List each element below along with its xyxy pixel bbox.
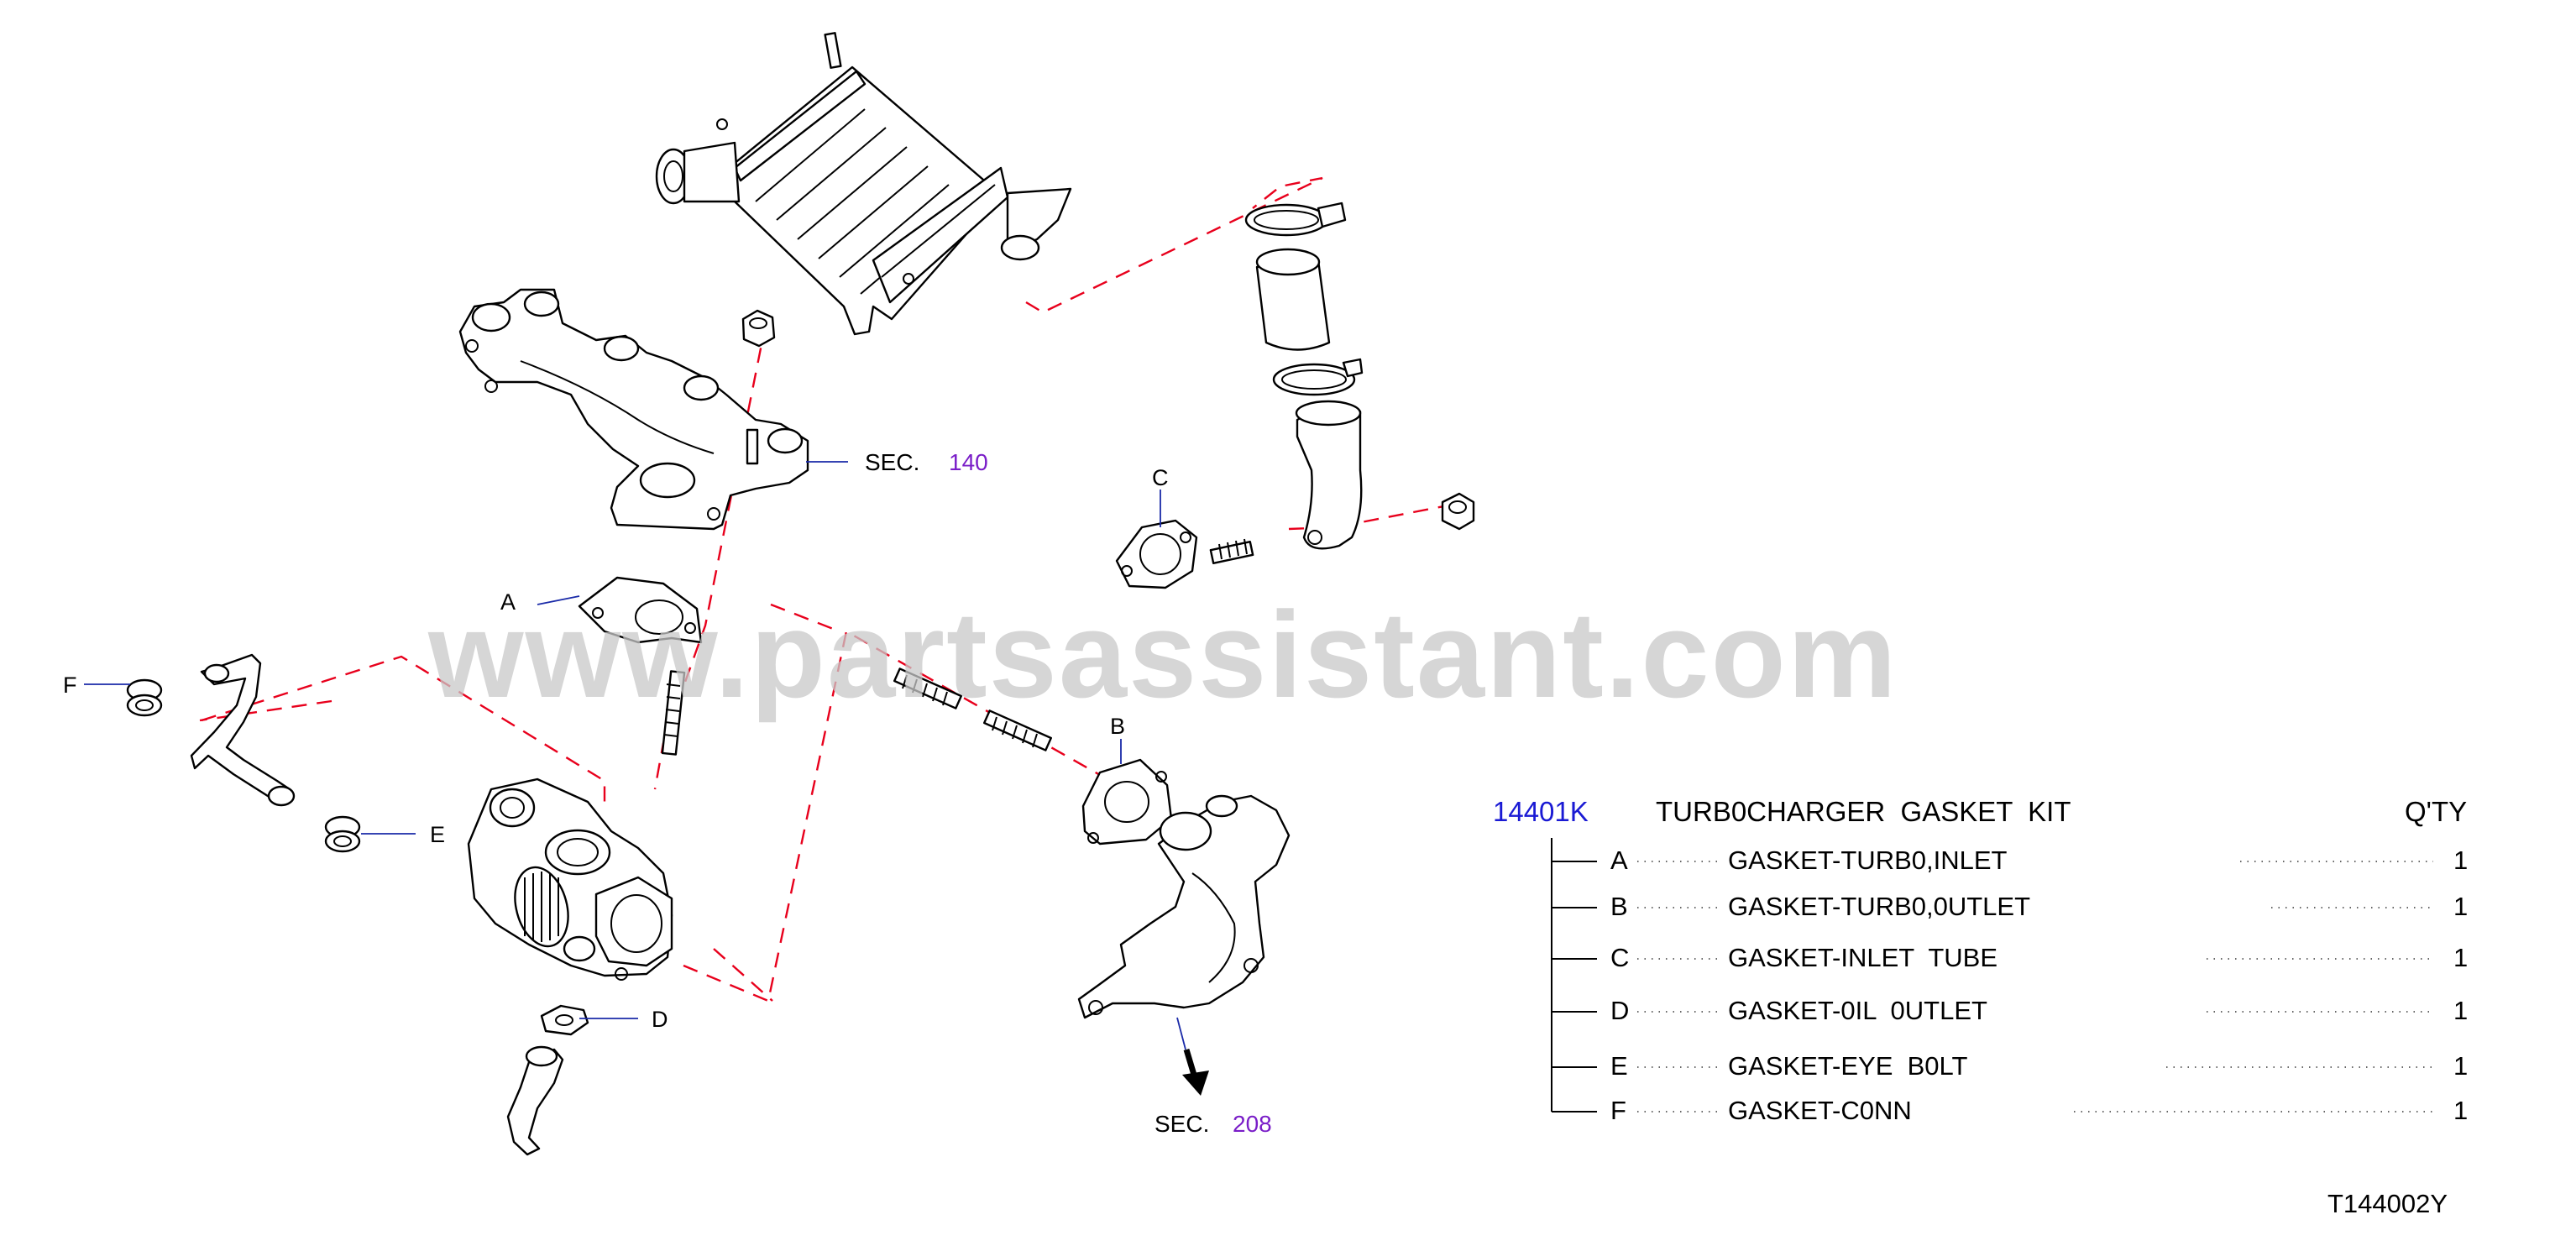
parts-list: 14401K TURB0CHARGER GASKET KIT Q'TY A GA…	[1493, 796, 2468, 1125]
row-part-name: GASKET-INLET TUBE	[1728, 943, 1997, 972]
kit-title: TURB0CHARGER GASKET KIT	[1656, 796, 2071, 827]
part-number[interactable]: 14401K	[1493, 796, 1589, 827]
oil-feed-pipe	[190, 653, 296, 807]
section-208-arrow	[1182, 1048, 1209, 1096]
row-letter: F	[1610, 1096, 1626, 1125]
turbocharger	[467, 777, 673, 981]
stud-exhaust-outlet-2	[983, 709, 1052, 751]
exhaust-outlet-elbow	[1077, 794, 1291, 1019]
gasket-conn-f	[126, 678, 163, 717]
parts-list-row: E GASKET-EYE B0LT 1	[1610, 1051, 2468, 1081]
inlet-hose	[1255, 248, 1331, 351]
row-qty: 1	[2453, 846, 2468, 875]
section-140-number[interactable]: 140	[949, 449, 988, 475]
manifold-stud	[746, 428, 759, 465]
row-qty: 1	[2453, 996, 2468, 1025]
leader-lines	[84, 461, 1186, 1050]
parts-list-row: B GASKET-TURB0,0UTLET 1	[1610, 892, 2468, 921]
parts-list-row: A GASKET-TURB0,INLET 1	[1610, 846, 2468, 875]
section-208-number[interactable]: 208	[1233, 1111, 1272, 1137]
callout-f: F	[63, 673, 77, 698]
parts-list-row: F GASKET-C0NN 1	[1610, 1096, 2468, 1125]
gasket-turbo-inlet-a	[578, 576, 703, 644]
row-qty: 1	[2453, 1051, 2468, 1081]
gasket-oil-outlet-d	[540, 1004, 589, 1036]
gasket-turbo-outlet-b	[1081, 758, 1173, 846]
row-part-name: GASKET-TURB0,INLET	[1728, 846, 2008, 875]
gasket-eye-bolt-e	[324, 815, 361, 853]
row-qty: 1	[2453, 892, 2468, 921]
section-208-prefix: SEC.	[1154, 1111, 1209, 1137]
nut-manifold	[741, 309, 776, 348]
callout-a: A	[500, 589, 516, 615]
row-qty: 1	[2453, 943, 2468, 972]
row-qty: 1	[2453, 1096, 2468, 1125]
inlet-hose-clamp-upper	[1244, 202, 1347, 237]
row-letter: D	[1610, 996, 1629, 1025]
row-letter: B	[1610, 892, 1628, 921]
callout-d: D	[652, 1007, 668, 1032]
callout-e: E	[430, 822, 445, 847]
inlet-tube	[1295, 400, 1363, 550]
stud-turbo-inlet	[661, 670, 686, 756]
row-part-name: GASKET-TURB0,0UTLET	[1728, 892, 2030, 921]
stud-exhaust-outlet-1	[893, 668, 962, 709]
section-140-prefix: SEC.	[865, 449, 919, 475]
watermark: www.partsassistant.com	[427, 586, 1898, 723]
oil-drain-tube	[506, 1045, 564, 1156]
callout-b: B	[1110, 714, 1125, 739]
qty-header: Q'TY	[2405, 796, 2467, 827]
intercooler	[655, 32, 1072, 336]
diagram-code: T144002Y	[2327, 1189, 2448, 1218]
row-letter: C	[1610, 943, 1629, 972]
parts-list-row: D GASKET-0IL 0UTLET 1	[1610, 996, 2468, 1025]
callout-c: C	[1152, 465, 1169, 490]
row-part-name: GASKET-C0NN	[1728, 1096, 1912, 1125]
nut-inlet-tube	[1441, 492, 1475, 531]
row-letter: E	[1610, 1051, 1628, 1081]
exhaust-manifold	[458, 288, 809, 531]
centerlines	[199, 176, 1458, 1003]
row-letter: A	[1610, 846, 1628, 875]
stud-inlet-tube	[1209, 538, 1254, 565]
inlet-hose-clamp-lower	[1272, 358, 1364, 396]
row-part-name: GASKET-0IL 0UTLET	[1728, 996, 1987, 1025]
gasket-inlet-tube-c	[1115, 519, 1198, 589]
row-part-name: GASKET-EYE B0LT	[1728, 1051, 1967, 1081]
parts-list-row: C GASKET-INLET TUBE 1	[1610, 943, 2468, 972]
